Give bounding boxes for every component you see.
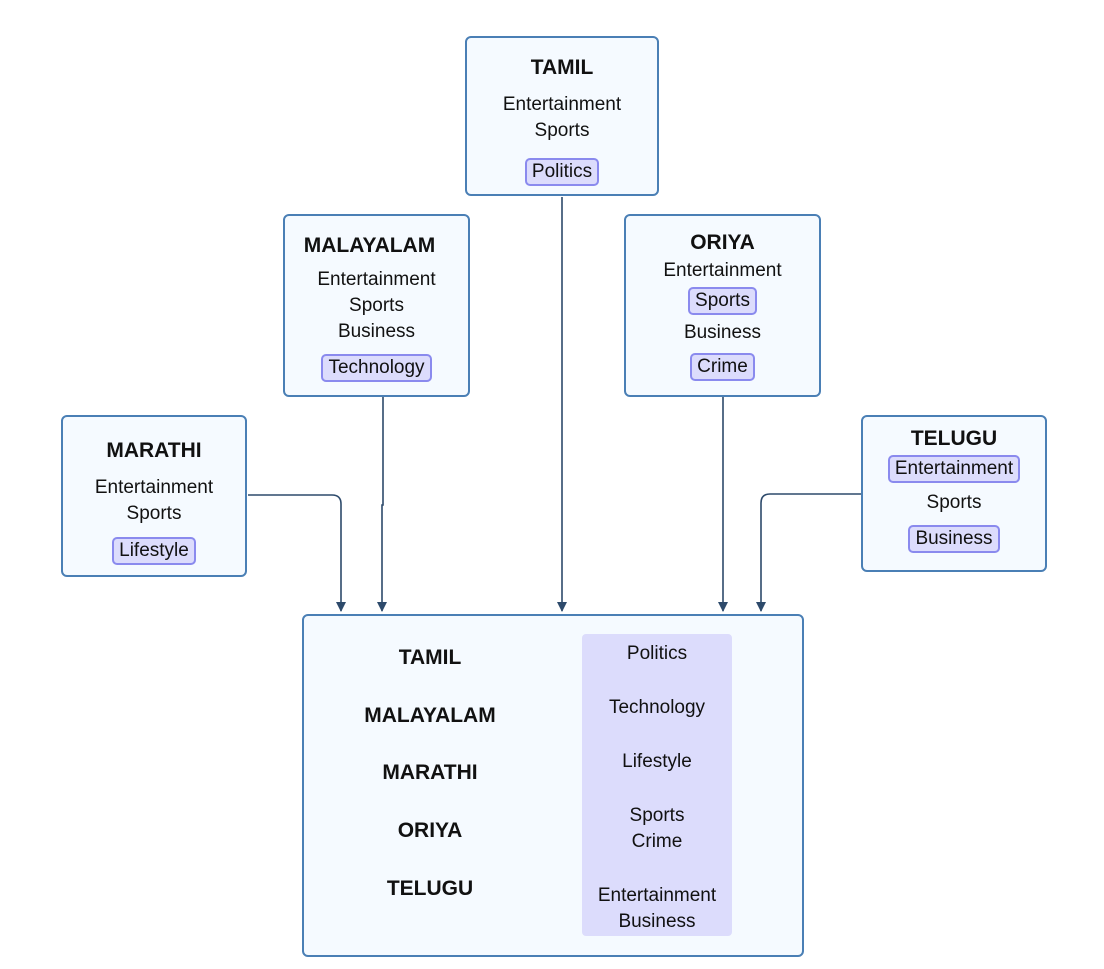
category-highlighted: Lifestyle — [112, 537, 196, 565]
category-item: Sports — [126, 503, 182, 524]
category-highlighted: Technology — [321, 354, 432, 382]
summary-language-malayalam: MALAYALAM — [364, 704, 496, 727]
category-item: Entertainment — [502, 94, 622, 115]
source-title: MARATHI — [106, 439, 202, 462]
connector-marathi — [248, 494, 346, 612]
category-item: Entertainment — [317, 269, 436, 290]
category-item: Entertainment — [663, 260, 782, 281]
connector-malayalam — [377, 397, 387, 612]
source-title: ORIYA — [690, 231, 755, 254]
summary-result-oriya-2: Crime — [631, 831, 683, 852]
category-item: Sports — [349, 295, 404, 316]
summary-result-telugu-1: Entertainment — [597, 885, 717, 906]
source-title: TAMIL — [530, 56, 594, 79]
summary-result-telugu-2: Business — [618, 911, 696, 932]
category-highlighted: Crime — [690, 353, 755, 381]
result-panel — [582, 634, 732, 936]
source-box-oriya: ORIYA Entertainment Sports Business Crim… — [624, 214, 821, 397]
category-item: Sports — [926, 492, 982, 513]
category-item: Business — [683, 322, 762, 343]
summary-result-malayalam: Technology — [608, 697, 706, 718]
category-item: Sports — [534, 120, 590, 141]
summary-language-marathi: MARATHI — [382, 761, 478, 784]
category-highlighted: Entertainment — [887, 455, 1021, 483]
source-box-marathi: MARATHI Entertainment Sports Lifestyle — [61, 415, 247, 577]
source-title: TELUGU — [910, 427, 998, 450]
summary-language-tamil: TAMIL — [398, 646, 462, 669]
summary-language-telugu: TELUGU — [386, 877, 474, 900]
summary-result-tamil: Politics — [626, 643, 688, 664]
category-highlighted: Business — [908, 525, 1000, 553]
source-box-telugu: TELUGU Entertainment Sports Business — [861, 415, 1047, 572]
category-highlighted: Sports — [688, 287, 757, 315]
category-item: Business — [337, 321, 416, 342]
summary-language-oriya: ORIYA — [397, 819, 463, 842]
category-item: Entertainment — [94, 477, 214, 498]
summary-result-marathi: Lifestyle — [622, 751, 692, 772]
connector-telugu — [756, 493, 861, 612]
summary-result-oriya-1: Sports — [629, 805, 685, 826]
source-title: MALAYALAM — [303, 234, 436, 257]
source-box-malayalam: MALAYALAM Entertainment Sports Business … — [283, 214, 470, 397]
category-highlighted: Politics — [524, 158, 600, 186]
source-box-tamil: TAMIL Entertainment Sports Politics — [465, 36, 659, 196]
